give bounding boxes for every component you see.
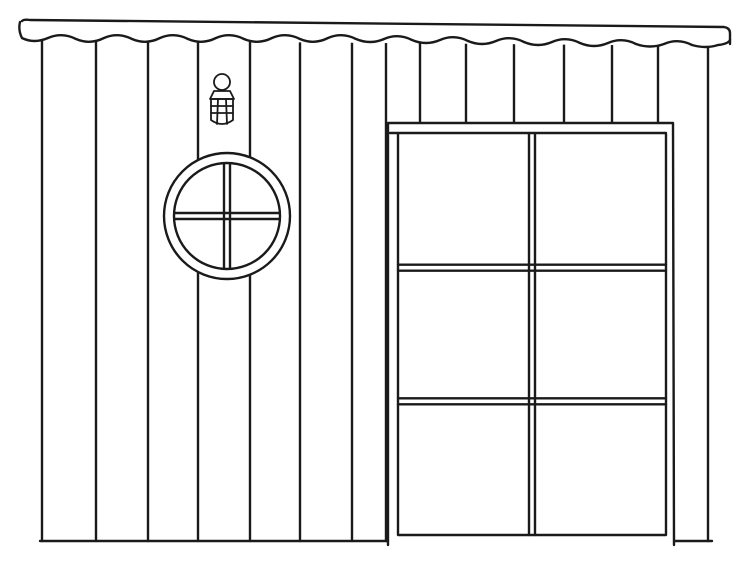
wood-plank-seam <box>248 38 252 543</box>
lantern-cap <box>209 90 235 100</box>
wood-plank-seam <box>40 38 44 543</box>
lantern-cage <box>210 98 234 125</box>
roof-trim <box>18 18 732 49</box>
wood-plank-seam <box>384 38 388 543</box>
paned-window-outer-frame <box>386 121 676 547</box>
lantern-icon <box>209 73 235 125</box>
round-window-inner-frame <box>172 161 282 271</box>
round-window-cross-muntin <box>173 162 281 270</box>
window-muntin-vertical <box>527 132 537 537</box>
lantern-body <box>210 98 234 125</box>
wood-plank-seam <box>350 38 354 543</box>
roof-trim-wavy-edge <box>18 20 732 49</box>
wood-plank-seam <box>298 38 302 543</box>
wood-plank-seam <box>706 38 710 543</box>
lantern-hook <box>213 73 231 91</box>
window-muntin-horizontal <box>396 397 668 406</box>
round-window <box>162 151 292 281</box>
wood-plank-seam <box>196 38 200 543</box>
paned-window-inner-frame <box>396 132 668 537</box>
paned-window <box>386 121 676 547</box>
window-muntin-horizontal <box>396 263 668 272</box>
roof-trim-top-edge <box>20 18 732 46</box>
wood-plank-seam <box>94 38 98 543</box>
paned-window-muntins <box>396 132 668 537</box>
wood-plank-seam <box>146 38 150 543</box>
round-window-outer-frame <box>162 151 292 281</box>
